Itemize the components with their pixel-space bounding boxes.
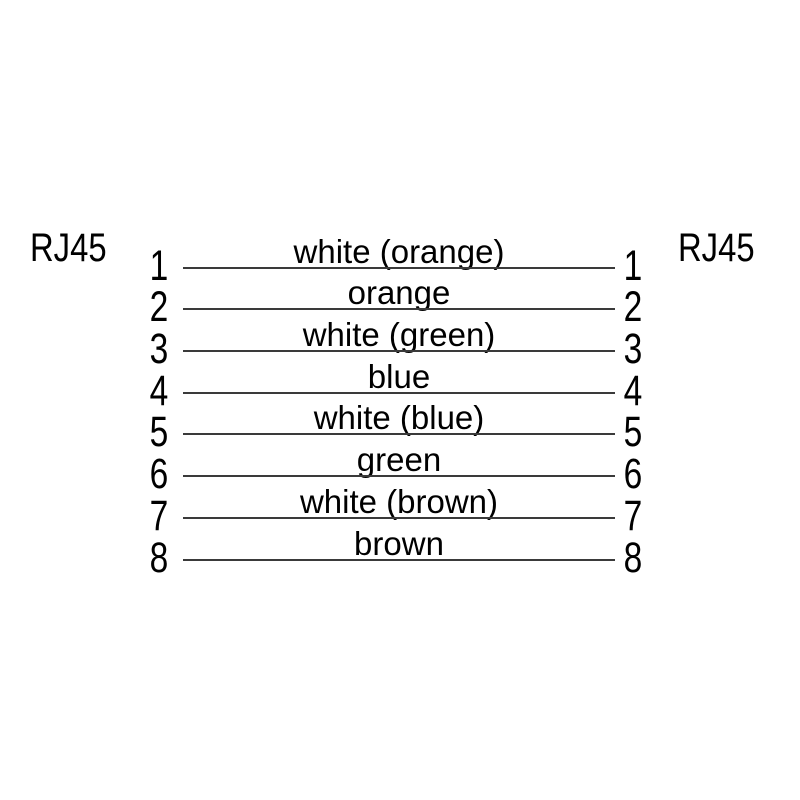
wire-line	[183, 433, 615, 436]
wire-line	[183, 516, 615, 519]
wire-line	[183, 558, 615, 561]
wire-row: 5 white (blue) 5	[0, 394, 800, 454]
wire-line	[183, 266, 615, 269]
pin-number-left: 8	[149, 533, 169, 582]
pin-number-right: 8	[623, 533, 643, 582]
wire-row: 2 orange 2	[0, 269, 800, 329]
pin-number-right: 1	[623, 241, 643, 290]
pin-number-right: 2	[623, 283, 643, 332]
pin-number-right: 7	[623, 491, 643, 540]
wire-line	[183, 475, 615, 478]
wire-row: 8 brown 8	[0, 519, 800, 580]
pin-number-left: 6	[149, 450, 169, 499]
wire-row: 4 blue 4	[0, 352, 800, 413]
wire-rows: 1 white (orange) 1 2 orange 2 3 white (g…	[0, 227, 800, 580]
pin-number-right: 4	[623, 366, 643, 415]
pin-number-left: 2	[149, 283, 169, 332]
wire-row: 6 green 6	[0, 435, 800, 496]
wire-color-label: brown	[354, 524, 444, 562]
connector-label-right: RJ45	[678, 226, 755, 270]
pin-number-right: 5	[623, 408, 643, 457]
wire-row: 3 white (green) 3	[0, 310, 800, 371]
wire-color-label: white (orange)	[293, 232, 505, 270]
wire-color-label: blue	[367, 357, 431, 395]
pin-number-left: 3	[149, 325, 169, 374]
pin-number-left: 5	[149, 408, 169, 457]
wire-line	[183, 391, 615, 394]
connector-label-left: RJ45	[30, 226, 107, 270]
pin-number-left: 4	[149, 366, 169, 415]
wire-line	[183, 350, 615, 353]
pin-number-left: 7	[149, 491, 169, 540]
pin-number-right: 3	[623, 325, 643, 374]
wire-row: 1 white (orange) 1	[0, 227, 800, 288]
pin-number-left: 1	[149, 241, 169, 290]
wire-color-label: white (brown)	[299, 482, 499, 520]
wire-line	[183, 308, 615, 311]
wire-color-label: white (green)	[302, 316, 496, 354]
pin-number-right: 6	[623, 450, 643, 499]
wire-color-label: orange	[347, 274, 451, 312]
wire-color-label: white (blue)	[313, 399, 485, 437]
wire-row: 7 white (brown) 7	[0, 477, 800, 538]
wire-color-label: green	[356, 441, 442, 479]
